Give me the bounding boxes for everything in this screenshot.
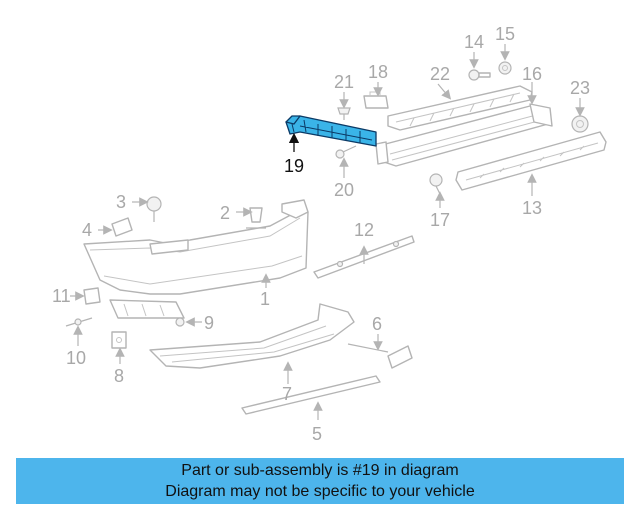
part-1-bumper-cover: [83, 199, 309, 295]
caption-line-disclaimer: Diagram may not be specific to your vehi…: [165, 483, 475, 500]
caption-banner: Part or sub-assembly is #19 in diagram D…: [16, 458, 624, 504]
parts-diagram: 1 2 3 4 5 6 7 8 9 10 11 12 13 14 15 16 1…: [52, 24, 607, 444]
callout-3: 3: [116, 192, 126, 212]
callout-18: 18: [368, 62, 388, 82]
part-8-clip: [111, 331, 127, 349]
part-5-trim-strip: [241, 375, 381, 415]
part-4-bracket: [111, 217, 133, 237]
part-22-absorber: [387, 85, 533, 131]
leader-lines: [70, 44, 585, 420]
callout-2: 2: [220, 203, 230, 223]
part-7-lower-valance: [149, 303, 355, 369]
callout-5: 5: [312, 424, 322, 444]
part-2-clip: [246, 207, 266, 229]
callout-labels: 1 2 3 4 5 6 7 8 9 10 11 12 13 14 15 16 1…: [52, 24, 590, 444]
part-14-bolt: [468, 69, 491, 81]
callout-22: 22: [430, 64, 450, 84]
callout-21: 21: [334, 72, 354, 92]
callout-9: 9: [204, 313, 214, 333]
part-3-bolt: [146, 196, 162, 222]
callout-1: 1: [260, 289, 270, 309]
callout-8: 8: [114, 366, 124, 386]
part-6-bracket: [347, 343, 413, 369]
callout-11: 11: [52, 286, 71, 306]
callout-12: 12: [354, 220, 374, 240]
callout-14: 14: [464, 32, 484, 52]
callout-17: 17: [430, 210, 450, 230]
part-18-clip: [363, 91, 389, 109]
part-20-screw: [335, 145, 357, 159]
callout-7: 7: [282, 384, 292, 404]
callout-4: 4: [82, 220, 92, 240]
callout-23: 23: [570, 78, 590, 98]
part-15-nut: [498, 61, 512, 75]
callout-10: 10: [66, 348, 86, 368]
part-17-bolt: [429, 173, 443, 195]
callout-16: 16: [522, 64, 542, 84]
callout-15: 15: [495, 24, 515, 44]
part-13-lower-rail: [455, 131, 607, 191]
part-23-nut: [571, 115, 589, 133]
callout-13: 13: [522, 198, 542, 218]
caption-line-part: Part or sub-assembly is #19 in diagram: [181, 462, 459, 479]
part-11-sensor: [83, 287, 101, 305]
callout-20: 20: [334, 180, 354, 200]
part-21-pin: [337, 107, 351, 120]
callout-6: 6: [372, 314, 382, 334]
callout-19-highlighted: 19: [284, 156, 304, 176]
part-9-bracket: [109, 299, 185, 327]
part-16-impact-bar: [375, 103, 553, 167]
part-10-pin: [65, 317, 93, 327]
part-19-bracket-highlighted: [285, 115, 377, 147]
